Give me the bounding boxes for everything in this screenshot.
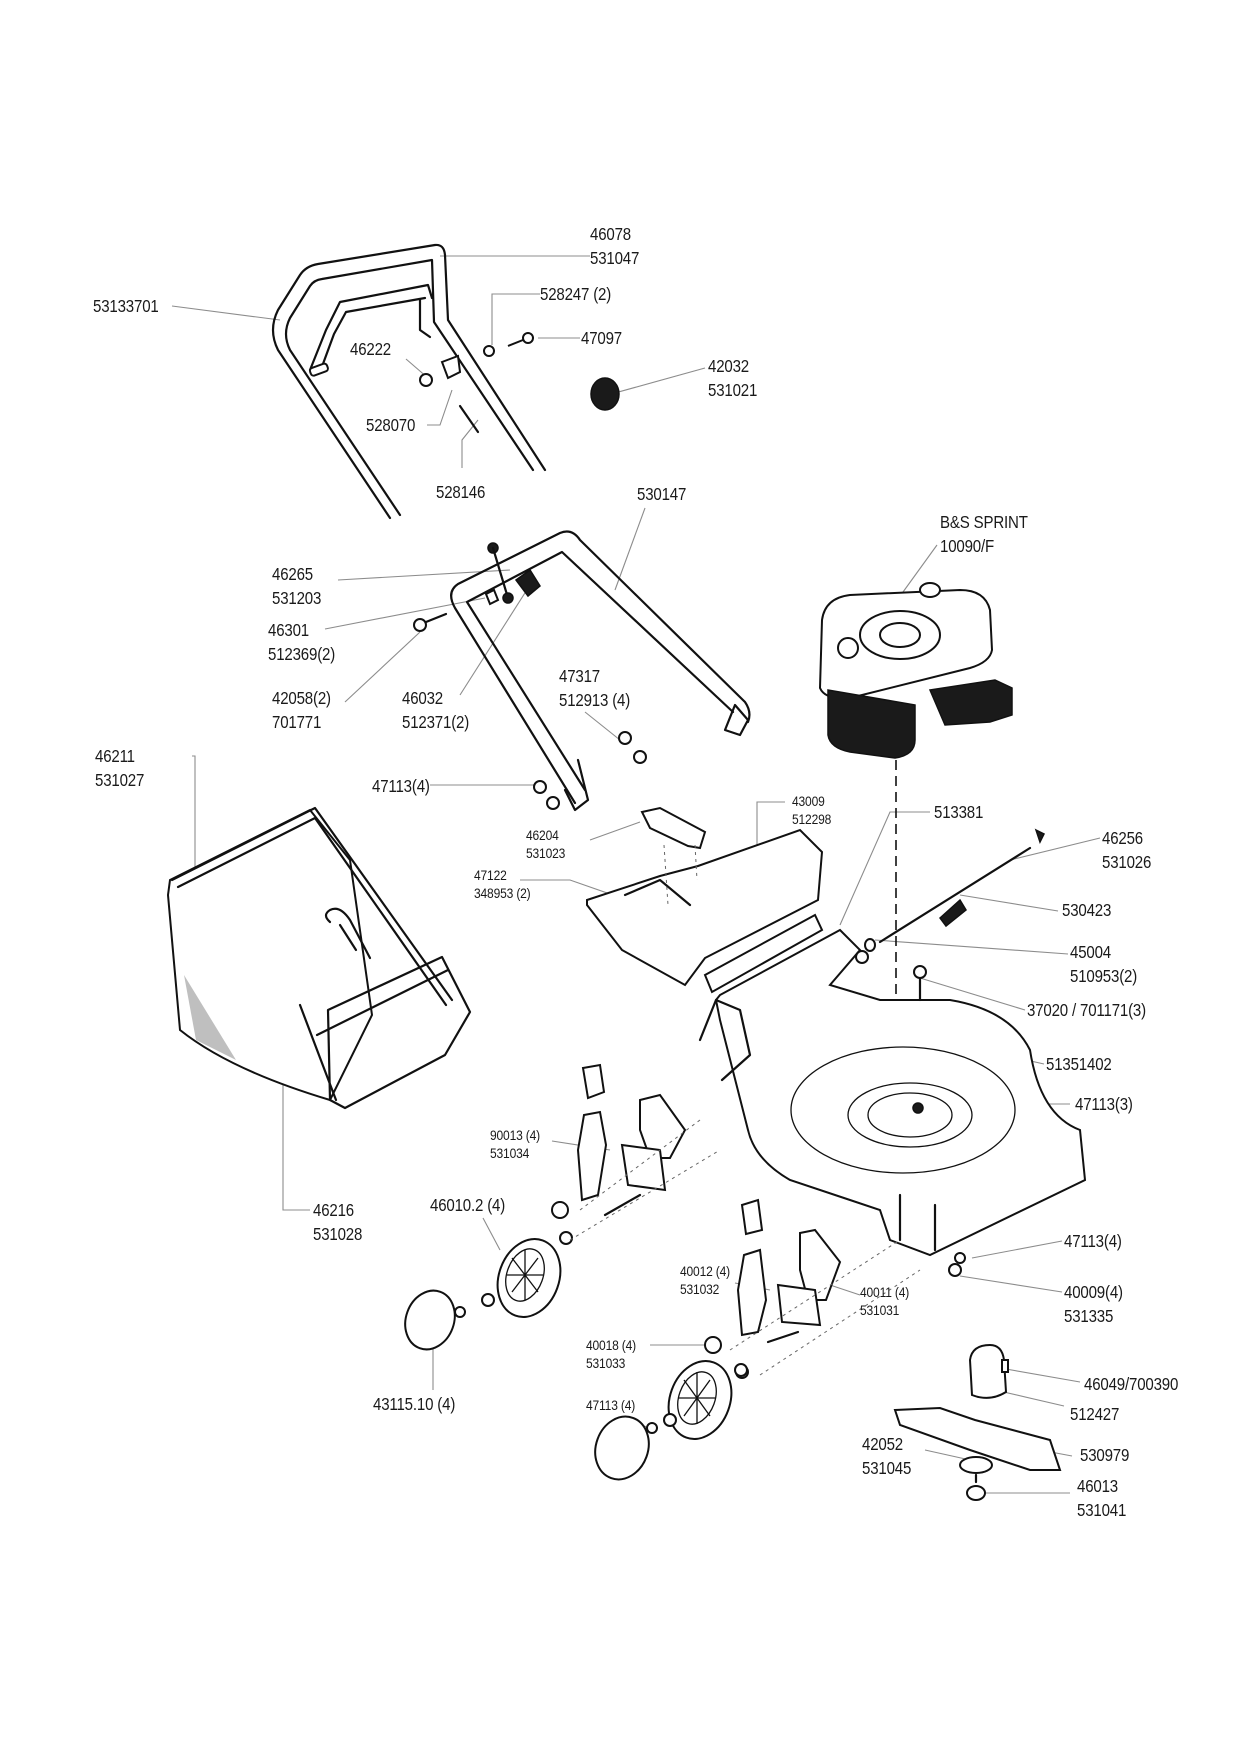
leader-hinge-513381: [839, 811, 930, 926]
label-rear-flap-43009: 43009 512298: [792, 793, 832, 827]
label-flap-handle-46204: 46204 531023: [526, 827, 566, 861]
label-bolt-47317: 47317 512913 (4): [559, 666, 631, 710]
label-height-adjuster-front: 40012 (4) 531032: [680, 1263, 731, 1297]
leader-lower-handle: [614, 507, 646, 591]
leader-knob-42032: [603, 367, 706, 397]
label-lever-40011: 40011 (4) 531031: [860, 1284, 910, 1318]
label-washer-528247: 528247 (2): [540, 284, 612, 304]
blade-assembly-part: [893, 1343, 1062, 1501]
leader-cable-end: [461, 419, 479, 468]
label-cap-45004: 45004 510953(2): [1070, 942, 1138, 986]
lower-handle-part: [413, 530, 751, 812]
rear-flap-rod-part: [878, 828, 1046, 944]
leader-washer-528247: [491, 293, 540, 345]
rear-wheel-part: [404, 1238, 562, 1351]
label-cable-end-528146: 528146: [436, 482, 486, 502]
label-deck-51351402: 51351402: [1046, 1054, 1112, 1074]
label-washer-42052: 42052 531045: [862, 1434, 912, 1478]
leader-clip-46301: [324, 597, 486, 630]
label-engine: B&S SPRINT 10090/F: [940, 512, 1028, 556]
label-grass-bag: 46211 531027: [95, 746, 145, 790]
label-blade-bolt-46013: 46013 531041: [1077, 1476, 1127, 1520]
label-nut-47113-handle: 47113(4): [372, 776, 430, 796]
label-star-knob-46032: 46032 512371(2): [402, 688, 470, 732]
grass-bag-part: [166, 806, 472, 1110]
label-screw-42058: 42058(2) 701771: [272, 688, 331, 732]
upper-handle-part: [271, 243, 547, 520]
label-handle-bar: 53133701: [93, 296, 159, 316]
label-lower-handle: 530147: [637, 484, 687, 504]
leader-handle-bar: [171, 305, 281, 321]
leader-cap-45004: [874, 939, 1069, 955]
height-adjuster-rear-part: [551, 1063, 687, 1245]
label-grass-bag-frame: 46216 531028: [313, 1200, 363, 1244]
engine-part: [818, 582, 1013, 1130]
leader-lever-40011: [829, 1284, 861, 1296]
label-bolt-37020: 37020 / 701171(3): [1027, 1000, 1146, 1020]
leader-star-knob: [459, 584, 531, 696]
leader-washer-40009: [959, 1275, 1063, 1293]
label-blade-530979: 530979: [1080, 1445, 1130, 1465]
label-bolt-47097: 47097: [581, 328, 622, 348]
label-nut-47113-wheel: 47113 (4): [586, 1397, 636, 1413]
leader-spring: [1009, 837, 1101, 861]
label-knob-42032: 42032 531021: [708, 356, 758, 400]
label-wheel-46010: 46010.2 (4): [430, 1195, 506, 1215]
leader-washer-42052: [924, 1449, 971, 1461]
leader-bolt-37020: [919, 977, 1026, 1011]
rear-flap-part: [586, 806, 824, 994]
leader-rear-flap: [756, 801, 785, 850]
label-hub-cap-43115: 43115.10 (4): [373, 1394, 456, 1414]
handle-hardware-top: [419, 332, 620, 434]
label-hinge-513381: 513381: [934, 802, 984, 822]
leader-bolt-47317: [584, 711, 621, 741]
front-wheel-part: [594, 1360, 748, 1481]
leader-key-46049: [999, 1367, 1081, 1383]
leader-bracket-528070: [427, 389, 453, 426]
label-spring-46256: 46256 531026: [1102, 828, 1152, 872]
label-blade-adapter-512427: 512427: [1070, 1404, 1120, 1424]
leader-grass-bag-frame: [282, 1060, 310, 1211]
label-key-46049: 46049/700390: [1084, 1374, 1179, 1394]
label-nut-47113-front: 47113(4): [1064, 1231, 1122, 1251]
label-rod-530423: 530423: [1062, 900, 1112, 920]
leader-screw-42058: [344, 631, 421, 703]
label-screw-47122: 47122 348953 (2): [474, 867, 531, 901]
deck-part: [698, 928, 1087, 1257]
label-upper-handle: 46078 531047: [590, 224, 640, 268]
leader-rod: [959, 894, 1059, 912]
label-bolt-40018: 40018 (4) 531033: [586, 1337, 637, 1371]
label-bracket-528070: 528070: [366, 415, 416, 435]
label-nut-47113-deck: 47113(3): [1075, 1094, 1133, 1114]
label-washer-40009: 40009(4) 531335: [1064, 1282, 1123, 1326]
leader-flap-handle: [589, 821, 641, 841]
label-clip-46301: 46301 512369(2): [268, 620, 336, 664]
label-nut-46222: 46222: [350, 339, 391, 359]
leader-nut-47113-front: [971, 1240, 1063, 1259]
leader-wheel: [482, 1217, 501, 1251]
label-lever-46265: 46265 531203: [272, 564, 322, 608]
label-height-adjuster-rear: 90013 (4) 531034: [490, 1127, 541, 1161]
